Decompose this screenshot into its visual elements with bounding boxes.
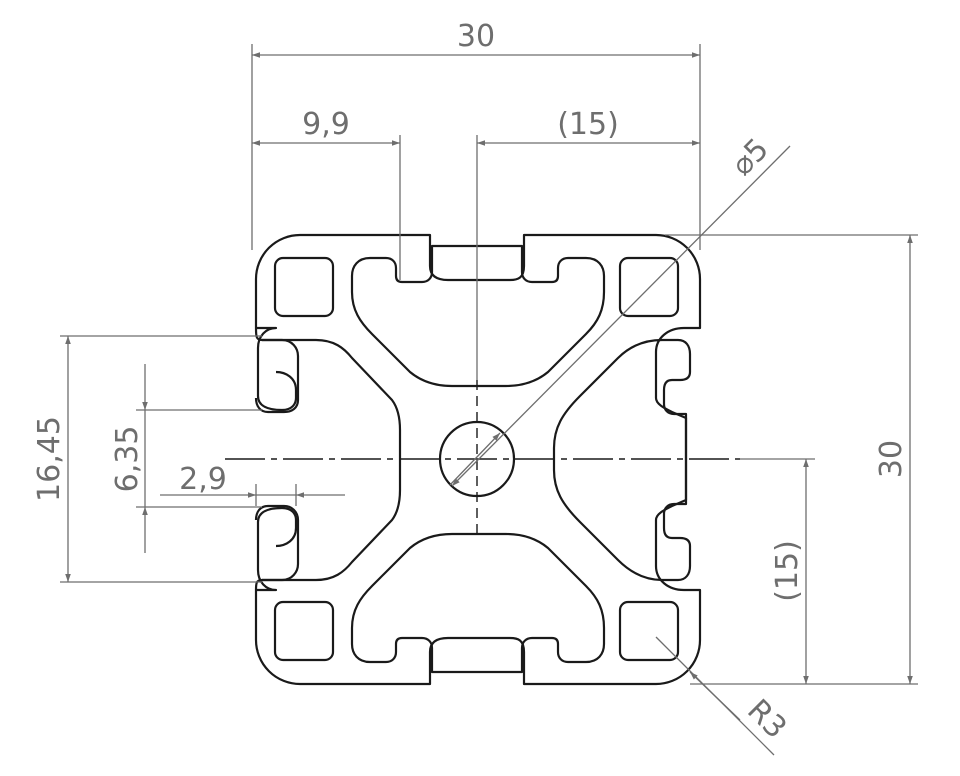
pocket-bottom-left <box>273 600 335 662</box>
lip-thickness-label: 2,9 <box>179 462 227 497</box>
corner-radius-label: R3 <box>740 693 793 746</box>
dim-half-height: (15) <box>740 458 815 684</box>
overall-width-label: 30 <box>457 19 495 54</box>
half-width-label: (15) <box>557 107 619 142</box>
dim-slot-span: 16,45 <box>32 335 262 583</box>
slot-offset-left-label: 9,9 <box>302 107 350 142</box>
top-slot-cavity <box>350 244 606 388</box>
overall-height-label: 30 <box>874 440 909 478</box>
dim-half-width: (15) <box>476 107 700 380</box>
bottom-slot-cavity <box>350 532 606 674</box>
pocket-bottom-right <box>618 600 680 662</box>
right-slot-cavity <box>552 338 692 582</box>
slot-opening-label: 6,35 <box>110 426 145 493</box>
dim-lip-thickness: 2,9 <box>160 462 345 506</box>
profile-outline <box>254 233 702 686</box>
outer-contour <box>254 233 702 686</box>
dim-slot-opening: 6,35 <box>110 364 262 553</box>
dim-slot-offset-left: 9,9 <box>252 107 401 280</box>
pocket-top-left <box>273 256 335 318</box>
dim-overall-height: 30 <box>665 234 918 685</box>
left-slot-upper-lip <box>254 327 402 591</box>
center-lines <box>225 380 740 540</box>
hole-diameter-label: ⌀5 <box>725 132 776 183</box>
pocket-top-right <box>618 256 680 318</box>
left-slot-top-hook <box>254 338 300 414</box>
half-height-label: (15) <box>770 540 805 602</box>
left-slot-bottom-hook <box>254 504 300 582</box>
dim-overall-width: 30 <box>251 19 701 250</box>
slot-span-label: 16,45 <box>32 416 67 502</box>
